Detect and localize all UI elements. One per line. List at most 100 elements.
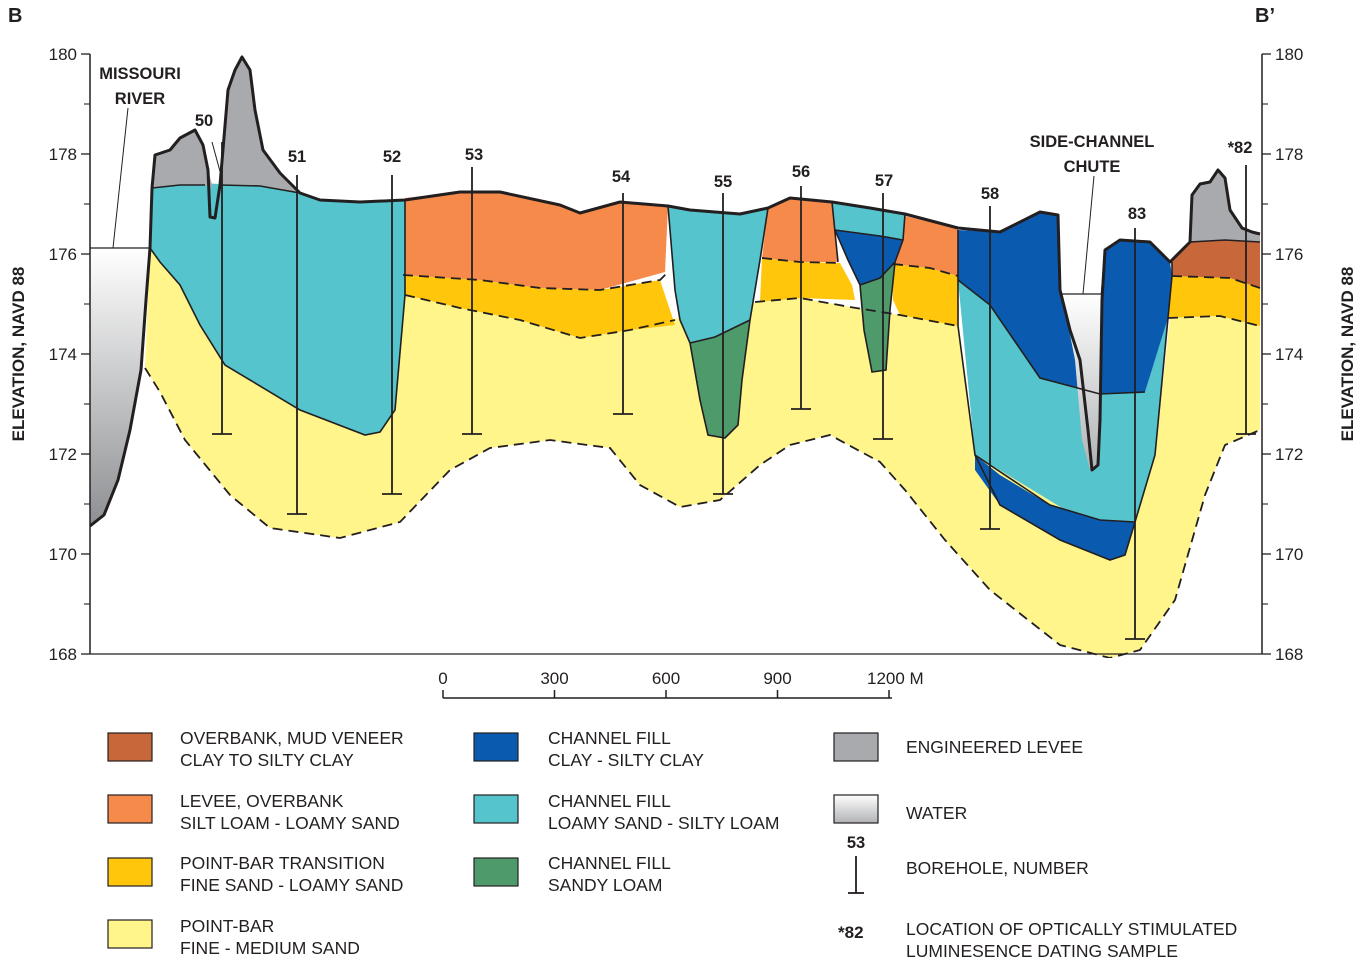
feature-labels: MISSOURI RIVER SIDE-CHANNEL CHUTE — [99, 65, 1155, 295]
left-tick-label: 178 — [49, 145, 77, 164]
left-tick-label: 176 — [49, 245, 77, 264]
section-label-left: B — [8, 5, 22, 27]
right-tick-label: 174 — [1275, 345, 1303, 364]
unit-point-bar-transition — [403, 275, 675, 338]
scale-tick-label: 1200 M — [867, 669, 924, 688]
legend-item-levee-overbank: LEVEE, OVERBANK SILT LOAM - LOAMY SAND — [107, 791, 400, 833]
axes: 180 180 178 178 176 176 174 174 172 172 170 170 168 1… — [8, 5, 1357, 664]
unit-point-bar-transition-2 — [760, 258, 855, 302]
right-tick-label: 178 — [1275, 145, 1303, 164]
side-channel-leader — [1082, 175, 1095, 295]
left-tick-label: 174 — [49, 345, 77, 364]
missouri-river-water — [90, 248, 150, 526]
legend-overbank-mud-line2: CLAY TO SILTY CLAY — [180, 750, 354, 770]
left-tick-label: 168 — [49, 645, 77, 664]
legend-swatch-channel-clay — [473, 732, 519, 762]
legend-engineered-levee-line1: ENGINEERED LEVEE — [906, 737, 1083, 757]
right-axis-title: ELEVATION, NAVD 88 — [1338, 267, 1357, 442]
unit-channel-fill-sandy-2 — [860, 262, 895, 372]
unit-channel-fill-loamy-4 — [958, 280, 1168, 525]
legend-item-channel-sandy: CHANNEL FILL SANDY LOAM — [473, 853, 671, 895]
legend-swatch-levee-overbank — [107, 794, 153, 824]
right-tick-label: 176 — [1275, 245, 1303, 264]
legend-channel-loamy-line2: LOAMY SAND - SILTY LOAM — [548, 813, 779, 833]
legend-item-water: WATER — [833, 794, 967, 824]
borehole-label-58: 58 — [981, 185, 999, 203]
engineered-levee-right — [1190, 170, 1260, 242]
legend-item-point-bar: POINT-BAR FINE - MEDIUM SAND — [107, 916, 360, 958]
legend-swatch-channel-loamy — [473, 794, 519, 824]
legend-swatch-water — [833, 794, 879, 824]
legend-swatch-point-bar-transition — [107, 857, 153, 887]
legend-osl-line2: LUMINESENCE DATING SAMPLE — [906, 941, 1178, 961]
scale-tick-label: 900 — [763, 669, 791, 688]
legend-point-bar-transition-line1: POINT-BAR TRANSITION — [180, 853, 385, 873]
unit-channel-fill-sandy — [690, 320, 750, 438]
missouri-river-leader — [112, 107, 129, 249]
left-tick-label: 170 — [49, 545, 77, 564]
side-channel-label-2: CHUTE — [1064, 158, 1121, 176]
legend-point-bar-line2: FINE - MEDIUM SAND — [180, 938, 360, 958]
right-tick-label: 168 — [1275, 645, 1303, 664]
unit-point-bar-transition-3 — [893, 264, 958, 326]
unit-levee-overbank-2 — [762, 198, 838, 262]
scale-tick-label: 0 — [438, 669, 447, 688]
borehole-label-52: 52 — [383, 148, 401, 166]
scale-tick-label: 600 — [652, 669, 680, 688]
legend-levee-overbank-line2: SILT LOAM - LOAMY SAND — [180, 813, 400, 833]
legend-overbank-mud-line1: OVERBANK, MUD VENEER — [180, 728, 404, 748]
legend-swatch-engineered-levee — [833, 732, 879, 762]
left-tick-label: 172 — [49, 445, 77, 464]
right-tick-label: 180 — [1275, 45, 1303, 64]
borehole-label-56: 56 — [792, 163, 810, 181]
legend-item-channel-clay: CHANNEL FILL CLAY - SILTY CLAY — [473, 728, 704, 770]
borehole-label-55: 55 — [714, 173, 732, 191]
legend-channel-sandy-line1: CHANNEL FILL — [548, 853, 671, 873]
unit-point-bar-transition-4 — [1168, 276, 1260, 326]
legend: OVERBANK, MUD VENEER CLAY TO SILTY CLAY … — [107, 728, 1237, 961]
scale-tick-label: 300 — [540, 669, 568, 688]
engineered-levee-center — [220, 57, 300, 193]
legend-item-borehole: 53 BOREHOLE, NUMBER — [847, 834, 1089, 894]
side-channel-label-1: SIDE-CHANNEL — [1030, 133, 1155, 151]
right-tick-label: 172 — [1275, 445, 1303, 464]
borehole-label-57: 57 — [875, 172, 893, 190]
scale-bar: 0 300 600 900 1200 M — [438, 669, 924, 699]
unit-levee-overbank-3 — [893, 216, 958, 276]
unit-channel-fill-loamy-2 — [668, 206, 768, 343]
borehole-leader-50 — [211, 141, 222, 176]
legend-item-point-bar-transition: POINT-BAR TRANSITION FINE SAND - LOAMY S… — [107, 853, 403, 895]
engineered-levee-left — [152, 130, 213, 188]
unit-point-bar — [145, 248, 1260, 658]
borehole-label-53: 53 — [465, 146, 483, 164]
solid-contacts — [149, 184, 1261, 561]
legend-borehole-line1: BOREHOLE, NUMBER — [906, 858, 1089, 878]
right-tick-label: 170 — [1275, 545, 1303, 564]
legend-channel-clay-line2: CLAY - SILTY CLAY — [548, 750, 704, 770]
scale-bar-ticks: 0 300 600 900 1200 M — [438, 669, 924, 698]
legend-channel-clay-line1: CHANNEL FILL — [548, 728, 671, 748]
borehole-label-83: 83 — [1128, 205, 1146, 223]
legend-point-bar-transition-line2: FINE SAND - LOAMY SAND — [180, 875, 403, 895]
section-label-right: B’ — [1255, 5, 1275, 27]
legend-osl-line1: LOCATION OF OPTICALLY STIMULATED — [906, 919, 1237, 939]
axis-ticks: 180 180 178 178 176 176 174 174 172 172 170 170 168 1… — [49, 45, 1304, 664]
legend-swatch-overbank-mud — [107, 732, 153, 762]
legend-water-line1: WATER — [906, 803, 967, 823]
borehole-label-82: *82 — [1228, 139, 1253, 157]
legend-swatch-point-bar — [107, 919, 153, 949]
left-tick-label: 180 — [49, 45, 77, 64]
borehole-label-51: 51 — [288, 148, 306, 166]
legend-point-bar-line1: POINT-BAR — [180, 916, 274, 936]
ground-surface — [90, 55, 1261, 528]
borehole-label-50: 50 — [195, 112, 213, 130]
unit-channel-fill-clay-2 — [958, 212, 1100, 394]
unit-channel-fill-loamy — [150, 183, 405, 435]
unit-levee-overbank — [403, 192, 668, 290]
left-axis-title: ELEVATION, NAVD 88 — [9, 267, 28, 442]
legend-channel-loamy-line1: CHANNEL FILL — [548, 791, 671, 811]
legend-item-overbank-mud: OVERBANK, MUD VENEER CLAY TO SILTY CLAY — [107, 728, 404, 770]
legend-osl-marker: *82 — [838, 923, 864, 942]
